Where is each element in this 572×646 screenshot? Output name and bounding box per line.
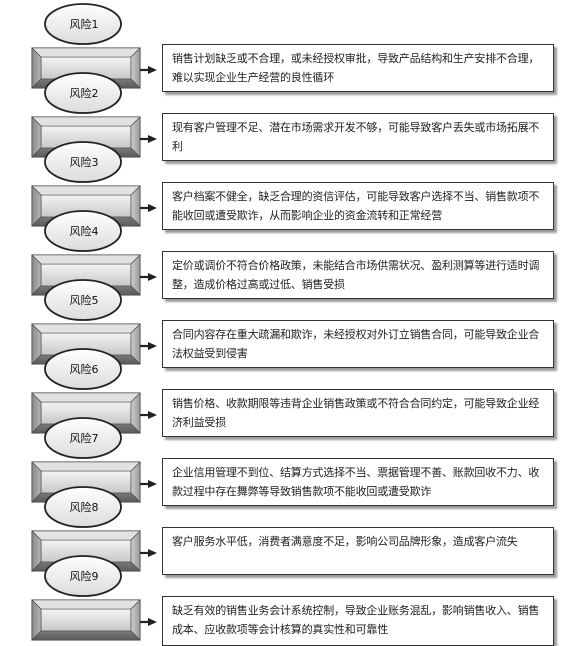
arrow-right-icon <box>140 549 157 557</box>
risk-ellipse-2: 风险2 <box>44 72 122 114</box>
arrow-right-icon <box>140 66 157 74</box>
arrow-right-icon <box>140 618 157 626</box>
risk-description-box: 现有客户管理不足、潜在市场需求开发不够，可能导致客户丢失或市场拓展不利 <box>162 113 554 161</box>
risk-description-box: 客户档案不健全，缺乏合理的资信评估，可能导致客户选择不当、销售款项不能收回或遭受… <box>162 182 554 230</box>
risk-ellipse-1: 风险1 <box>44 3 122 45</box>
risk-description-box: 客户服务水平低，消费者满意度不足，影响公司品牌形象，造成客户流失 <box>162 527 554 575</box>
risk-description-box: 销售价格、收款期限等违背企业销售政策或不符合合同约定，可能导致企业经济利益受损 <box>162 389 554 437</box>
platform-block-8 <box>31 530 141 572</box>
risk-description-box: 合同内容存在重大疏漏和欺诈，未经授权对外订立销售合同，可能导致企业合法权益受到侵… <box>162 320 554 368</box>
risk-ellipse-8: 风险8 <box>44 486 122 528</box>
arrow-right-icon <box>140 480 157 488</box>
risk-label: 风险9 <box>70 569 99 583</box>
risk-label: 风险6 <box>70 362 99 376</box>
risk-description-box: 销售计划缺乏或不合理，或未经授权审批，导致产品结构和生产安排不合理，难以实现企业… <box>162 44 554 92</box>
risk-label: 风险2 <box>70 86 99 100</box>
risk-ellipse-6: 风险6 <box>44 348 122 390</box>
risk-ellipse-7: 风险7 <box>44 417 122 459</box>
risk-ellipse-4: 风险4 <box>44 210 122 252</box>
platform-block-9 <box>31 599 141 641</box>
arrow-right-icon <box>140 204 157 212</box>
risk-description-box: 企业信用管理不到位、结算方式选择不当、票据管理不善、账款回收不力、收款过程中存在… <box>162 458 554 506</box>
risk-label: 风险1 <box>70 17 99 31</box>
risk-ellipse-3: 风险3 <box>44 141 122 183</box>
risk-description-box: 定价或调价不符合价格政策，未能结合市场供需状况、盈利测算等进行适时调整，造成价格… <box>162 251 554 299</box>
risk-ellipse-5: 风险5 <box>44 279 122 321</box>
risk-label: 风险7 <box>70 431 99 445</box>
arrow-right-icon <box>140 411 157 419</box>
risk-label: 风险4 <box>70 224 99 238</box>
risk-label: 风险8 <box>70 500 99 514</box>
risk-description-box: 缺乏有效的销售业务会计系统控制，导致企业账务混乱，影响销售收入、销售成本、应收款… <box>162 596 554 646</box>
arrow-right-icon <box>140 135 157 143</box>
risk-ellipse-9: 风险9 <box>44 555 122 597</box>
arrow-right-icon <box>140 342 157 350</box>
risk-label: 风险3 <box>70 155 99 169</box>
risk-label: 风险5 <box>70 293 99 307</box>
arrow-right-icon <box>140 273 157 281</box>
